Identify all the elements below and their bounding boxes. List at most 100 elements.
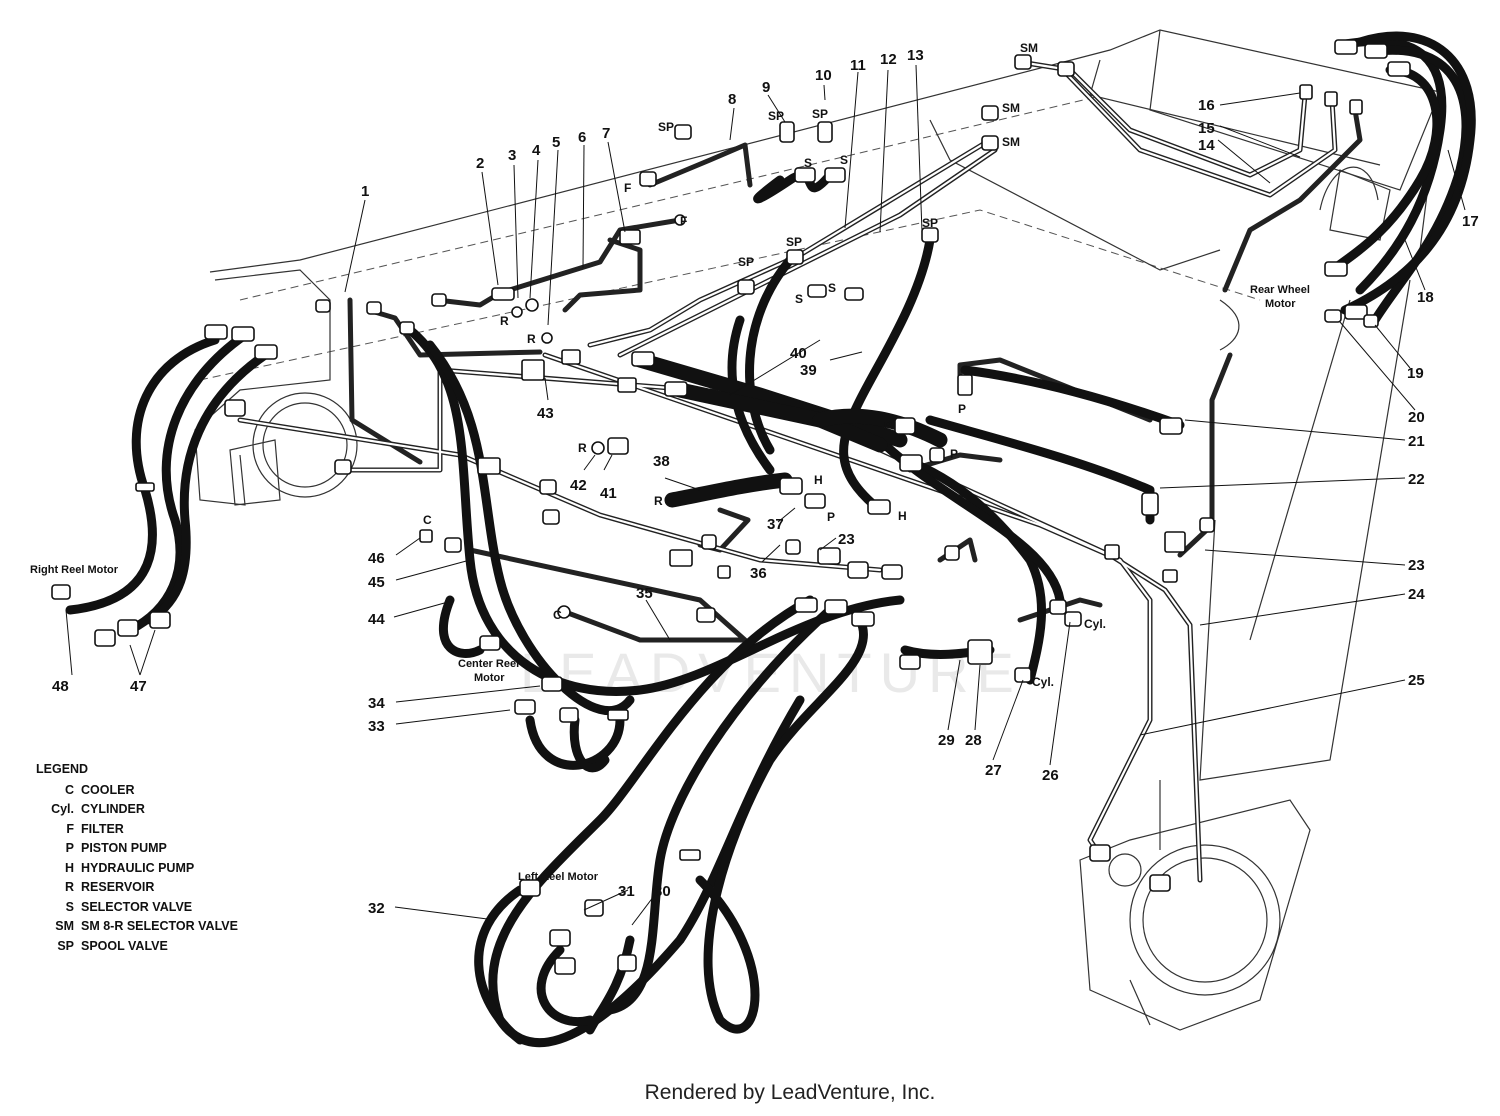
fittings	[51, 39, 1411, 975]
callout-39: 39	[800, 362, 817, 379]
rear-wheel-motor-label-2: Motor	[1265, 298, 1296, 310]
chassis-frame	[194, 29, 1441, 1031]
rigid-tubes	[237, 59, 1363, 883]
callout-31: 31	[618, 883, 635, 900]
tag-r: R	[654, 494, 663, 508]
tag-sp: SP	[658, 120, 674, 134]
callout-40: 40	[790, 345, 807, 362]
tag-sp: SP	[768, 109, 784, 123]
callout-11: 11	[850, 57, 866, 74]
callout-7: 7	[602, 125, 610, 142]
callout-23b: 23	[1408, 557, 1425, 574]
tag-s: S	[840, 153, 848, 167]
tag-f: F	[680, 214, 687, 228]
callout-45: 45	[368, 574, 385, 591]
callout-3: 3	[508, 147, 516, 164]
callout-30: 30	[654, 883, 671, 900]
callout-numbers: 1 2 3 4 5 6 7 8 9 10 11 12 13 14 15 16 1…	[52, 47, 1479, 917]
callout-29: 29	[938, 732, 955, 749]
legend-title: LEGEND	[36, 762, 89, 776]
callout-8: 8	[728, 91, 736, 108]
callout-42: 42	[570, 477, 587, 494]
callout-37: 37	[767, 516, 784, 533]
tag-p: P	[827, 510, 835, 524]
tag-s: S	[795, 292, 803, 306]
callout-9: 9	[762, 79, 770, 96]
callout-33: 33	[368, 718, 385, 735]
callout-5: 5	[552, 134, 560, 151]
callout-22: 22	[1408, 471, 1425, 488]
legend-item: Cyl.CYLINDER	[51, 802, 145, 816]
callout-25: 25	[1408, 672, 1425, 689]
tag-c: C	[423, 513, 432, 527]
callout-34: 34	[368, 695, 385, 712]
leader-lines	[65, 64, 1466, 926]
callout-23a: 23	[838, 531, 855, 548]
right-reel-motor-label: Right Reel Motor	[30, 564, 119, 576]
callout-14: 14	[1198, 137, 1215, 154]
callout-12: 12	[880, 51, 897, 68]
fitting-tags: SM SM SM SP SP SP SP SP SP S S S S F F R…	[423, 41, 1106, 689]
callout-27: 27	[985, 762, 1002, 779]
tag-p: P	[958, 402, 966, 416]
callout-48: 48	[52, 678, 69, 695]
tag-c: C	[553, 608, 562, 622]
callout-32: 32	[368, 900, 385, 917]
callout-47: 47	[130, 678, 147, 695]
callout-38: 38	[653, 453, 670, 470]
tag-r: R	[500, 314, 509, 328]
tag-cyl: Cyl.	[1032, 675, 1054, 689]
callout-19: 19	[1407, 365, 1424, 382]
tag-h: H	[898, 509, 907, 523]
callout-1: 1	[361, 183, 369, 200]
tag-r: R	[527, 332, 536, 346]
tag-h: H	[814, 473, 823, 487]
tag-sm: SM	[1002, 101, 1020, 115]
callout-43: 43	[537, 405, 554, 422]
callout-44: 44	[368, 611, 385, 628]
callout-35: 35	[636, 585, 653, 602]
left-reel-motor-label: Left Reel Motor	[518, 871, 599, 883]
tag-f: F	[624, 181, 631, 195]
tag-sm: SM	[1020, 41, 1038, 55]
tag-p: P	[884, 419, 892, 433]
flexible-hoses	[65, 31, 1476, 1048]
center-reel-motor-label-2: Motor	[474, 672, 505, 684]
component-labels: Right Reel Motor Center Reel Motor Left …	[30, 284, 1310, 883]
callout-4: 4	[532, 142, 541, 159]
tag-sp: SP	[738, 255, 754, 269]
tag-cyl: Cyl.	[1084, 617, 1106, 631]
render-credit: Rendered by LeadVenture, Inc.	[644, 1081, 936, 1104]
callout-16: 16	[1198, 97, 1215, 114]
tag-s: S	[828, 281, 836, 295]
callout-24: 24	[1408, 586, 1425, 603]
tag-sm: SM	[1002, 135, 1020, 149]
tag-p: P	[950, 447, 958, 461]
rear-wheel-motor-label-1: Rear Wheel	[1250, 284, 1310, 296]
tag-s: S	[804, 156, 812, 170]
callout-17: 17	[1462, 213, 1479, 230]
callout-46: 46	[368, 550, 385, 567]
tag-sp: SP	[812, 107, 828, 121]
center-reel-motor-label-1: Center Reel	[458, 658, 519, 670]
callout-41: 41	[600, 485, 617, 502]
tag-r: R	[578, 441, 587, 455]
callout-2: 2	[476, 155, 484, 172]
callout-10: 10	[815, 67, 832, 84]
tag-sp: SP	[922, 216, 938, 230]
tag-sp: SP	[786, 235, 802, 249]
callout-6: 6	[578, 129, 586, 146]
callout-15: 15	[1198, 120, 1215, 137]
callout-21: 21	[1408, 433, 1425, 450]
callout-20: 20	[1408, 409, 1425, 426]
